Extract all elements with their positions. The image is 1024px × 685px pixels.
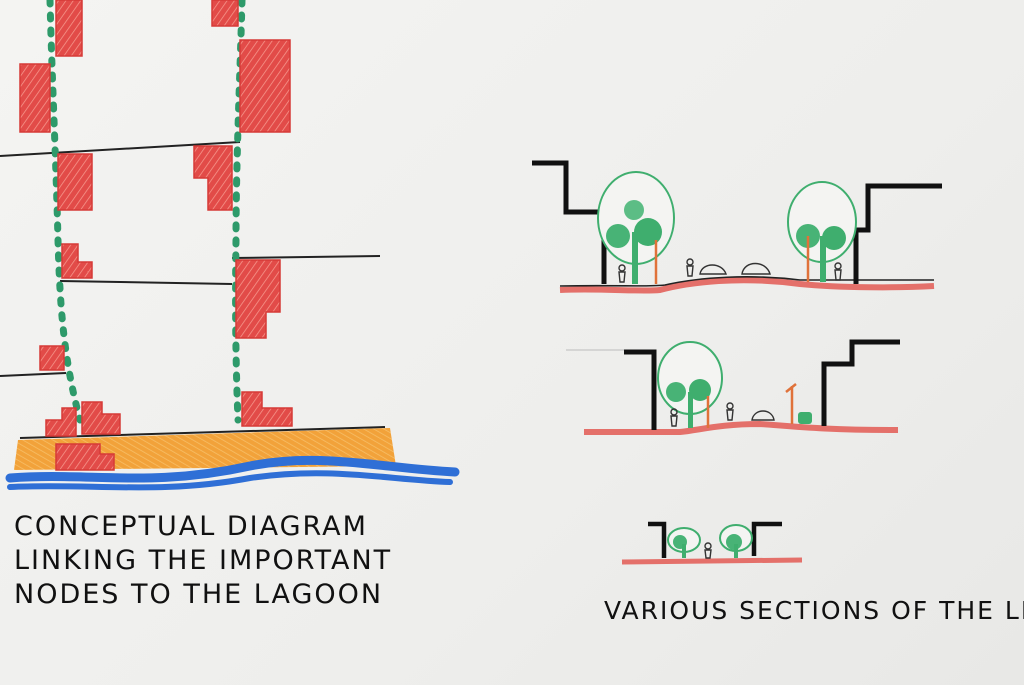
caption-line-3: NODES TO THE LAGOON: [14, 579, 384, 610]
section-2: [566, 339, 900, 435]
section-1-baseline: [559, 276, 934, 287]
caption-line-2: LINKING THE IMPORTANT: [14, 545, 393, 576]
conceptual-diagram: [0, 0, 460, 491]
lagoon-waves: [5, 455, 460, 491]
section-3: [621, 521, 803, 565]
section-2-figures: [670, 402, 775, 427]
section-3-ground: [621, 557, 803, 565]
section-1: [532, 160, 942, 294]
section-2-walls: [624, 339, 900, 430]
green-links: [46, 0, 246, 424]
section-2-ground: [584, 420, 899, 435]
conceptual-diagram-caption: CONCEPTUAL DIAGRAM LINKING THE IMPORTANT…: [14, 510, 414, 612]
section-3-walls: [648, 521, 782, 558]
section-1-walls: [532, 160, 942, 284]
caption-line-1: CONCEPTUAL DIAGRAM: [14, 511, 368, 542]
road-lines: [0, 141, 386, 439]
section-1-ground: [559, 277, 935, 294]
section-1-trees: [597, 171, 857, 284]
section-2-trees: [657, 341, 812, 428]
section-3-figure: [704, 542, 712, 559]
red-nodes: [19, 0, 293, 471]
sections-caption: VARIOUS SECTIONS OF THE LI: [604, 596, 1024, 625]
section-1-figures: [618, 258, 842, 283]
section-3-trees: [667, 524, 753, 558]
